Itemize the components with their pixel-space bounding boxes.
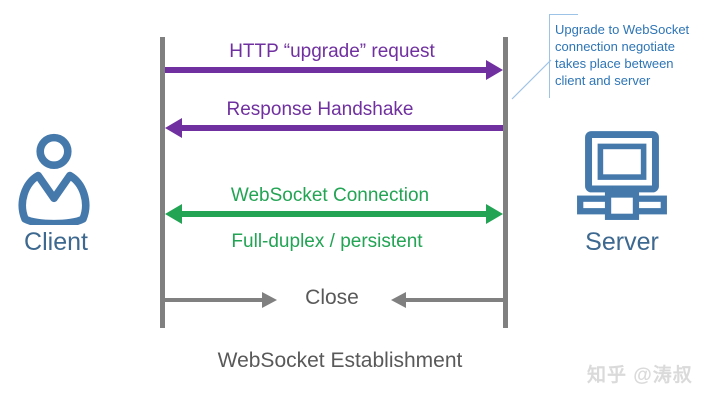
server-label: Server bbox=[585, 228, 659, 256]
callout-leader-line bbox=[511, 59, 552, 100]
websocket-connection-label: WebSocket Connection bbox=[230, 185, 430, 206]
response-handshake-label: Response Handshake bbox=[226, 99, 414, 120]
arrowhead-left-icon bbox=[391, 292, 406, 308]
arrowhead-right-icon bbox=[262, 292, 277, 308]
arrowhead-left-icon bbox=[165, 204, 182, 224]
callout-text: Upgrade to WebSocket connection negotiat… bbox=[555, 22, 690, 88]
arrow-shaft bbox=[403, 298, 503, 302]
server-computer-icon bbox=[576, 130, 668, 225]
watermark: 知乎 @涛叔 bbox=[587, 365, 693, 386]
arrow-shaft bbox=[165, 67, 489, 73]
arrow-shaft bbox=[178, 211, 490, 217]
close-label: Close bbox=[305, 286, 359, 309]
http-upgrade-request-label: HTTP “upgrade” request bbox=[229, 41, 435, 62]
close-arrow-from-client bbox=[165, 291, 277, 309]
websocket-connection-arrow bbox=[165, 204, 503, 224]
close-arrow-from-server bbox=[391, 291, 503, 309]
client-person-icon bbox=[14, 133, 94, 230]
arrow-shaft bbox=[165, 298, 265, 302]
arrowhead-right-icon bbox=[486, 204, 503, 224]
server-lifeline bbox=[503, 37, 508, 328]
callout-border bbox=[549, 14, 578, 15]
arrowhead-left-icon bbox=[165, 118, 182, 138]
full-duplex-persistent-label: Full-duplex / persistent bbox=[231, 231, 423, 252]
callout-border bbox=[549, 14, 550, 98]
callout-box: Upgrade to WebSocket connection negotiat… bbox=[549, 14, 701, 98]
client-lifeline bbox=[160, 37, 165, 328]
arrow-shaft bbox=[179, 125, 503, 131]
diagram-title: WebSocket Establishment bbox=[217, 349, 463, 372]
http-upgrade-request-arrow bbox=[165, 60, 503, 80]
arrowhead-right-icon bbox=[486, 60, 503, 80]
client-label: Client bbox=[24, 228, 88, 256]
response-handshake-arrow bbox=[165, 118, 503, 138]
